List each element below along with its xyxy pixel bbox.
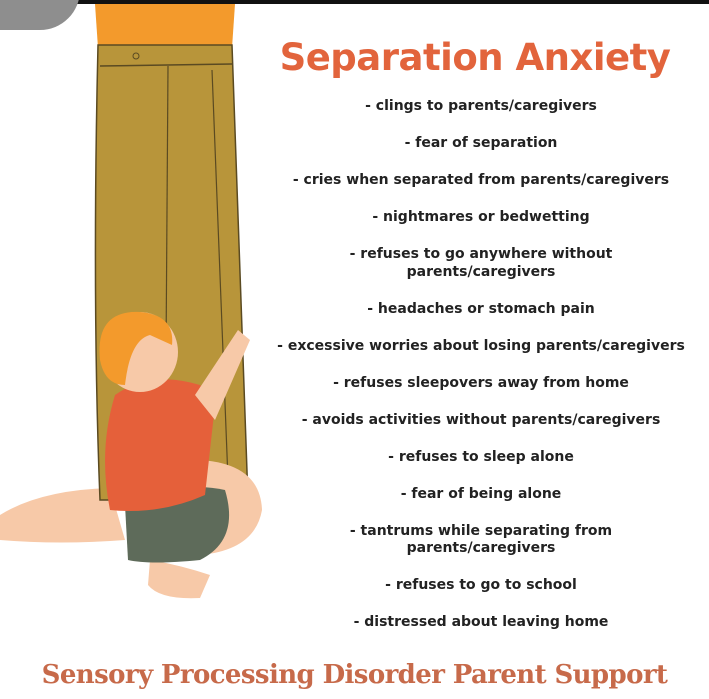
symptom-item: - distressed about leaving home — [353, 614, 609, 630]
symptom-item: - headaches or stomach pain — [367, 300, 595, 317]
child-shirt — [105, 379, 215, 511]
page-title: Separation Anxiety — [279, 36, 671, 79]
top-bar — [0, 0, 709, 4]
illustration-parent-and-child — [0, 4, 262, 599]
parent-shirt — [95, 4, 235, 48]
child-foot — [148, 560, 210, 599]
child-hair — [99, 311, 173, 385]
child-arm — [195, 330, 250, 420]
symptom-item: - refuses to sleep alone — [388, 448, 574, 465]
symptom-list: - clings to parents/caregivers - fear of… — [262, 98, 700, 651]
symptom-item: - tantrums while separating from parents… — [349, 522, 613, 557]
symptom-item: - refuses sleepovers away from home — [333, 374, 629, 391]
symptom-item: - avoids activities without parents/care… — [301, 411, 661, 428]
symptom-item: - cries when separated from parents/care… — [292, 172, 670, 188]
symptom-item: - fear of being alone — [400, 485, 562, 502]
symptom-item: - excessive worries about losing parents… — [277, 337, 685, 354]
parent-foot — [0, 488, 125, 543]
symptom-item: - refuses to go to school — [385, 577, 577, 593]
footer-credit: Sensory Processing Disorder Parent Suppo… — [41, 660, 668, 690]
symptom-item: - fear of separation — [404, 135, 558, 151]
symptom-item: - refuses to go anywhere without parents… — [349, 246, 613, 280]
symptom-item: - nightmares or bedwetting — [372, 209, 590, 225]
symptom-item: - clings to parents/caregivers — [365, 98, 597, 114]
